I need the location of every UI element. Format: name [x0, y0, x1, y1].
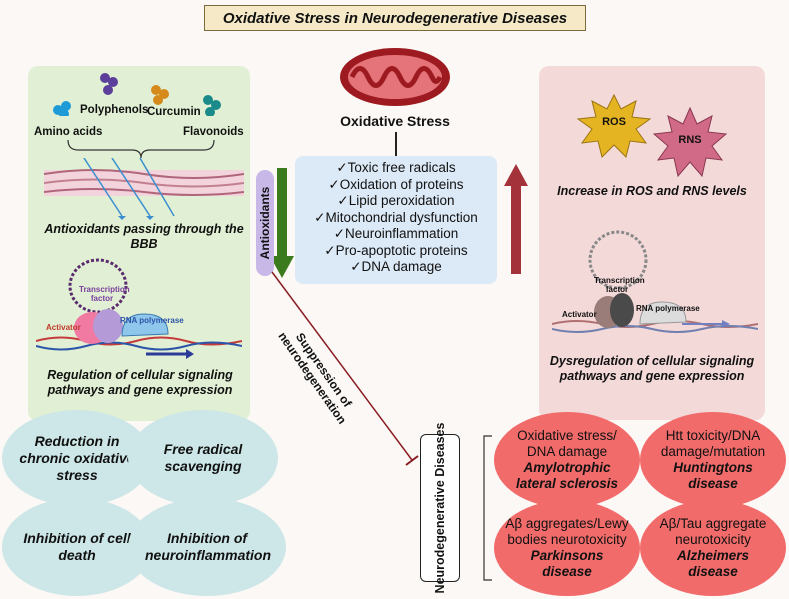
disease-cause: Oxidative stress/ DNA damage: [517, 428, 617, 459]
increase-caption: Increase in ROS and RNS levels: [557, 184, 747, 198]
transcription-factor-label: Transcription factor: [79, 285, 130, 303]
rns-burst-icon: [652, 106, 728, 178]
blood-brain-barrier-icon: [44, 158, 244, 220]
dysregulated-gene-icon: [552, 230, 758, 333]
list-item: ✓Toxic free radicals: [336, 160, 456, 175]
ros-burst-icon: [576, 93, 652, 158]
list-item: ✓Neuroinflammation: [333, 226, 459, 241]
disease-name: Alzheimers disease: [676, 548, 750, 579]
oxidative-damage-panel: [539, 66, 765, 420]
dysregulation-caption: Dysregulation of cellular signaling path…: [549, 354, 755, 383]
list-item: ✓Oxidation of proteins: [328, 176, 464, 192]
oxidative-stress-label: Oxidative Stress: [340, 113, 450, 129]
flavonoids-label: Flavonoids: [183, 126, 244, 138]
disease-cause: Aβ/Tau aggregate neurotoxicity: [659, 516, 767, 547]
bracket-icon: [67, 139, 215, 159]
disease-cause: Aβ aggregates/Lewy bodies neurotoxicity: [505, 516, 629, 547]
ros-label: ROS: [602, 116, 626, 128]
rns-label: RNS: [678, 134, 702, 146]
amino-acids-label: Amino acids: [34, 126, 103, 138]
benefit-ellipse: Inhibition of cell death: [2, 498, 152, 596]
list-item: ✓Lipid peroxidation: [337, 193, 455, 208]
gene-expression-icon: [36, 258, 242, 359]
list-item: ✓Mitochondrial dysfunction: [314, 209, 478, 225]
regulation-caption: Regulation of cellular signaling pathway…: [47, 368, 233, 397]
benefit-ellipse: Inhibition of neuroinflammation: [128, 498, 286, 596]
mitochondrion-icon: [340, 48, 450, 106]
bracket-icon: [483, 435, 492, 581]
list-item: ✓DNA damage: [350, 259, 442, 274]
oxidative-stress-box: [295, 156, 497, 284]
disease-name: Amylotrophic lateral sclerosis: [515, 460, 619, 491]
benefit-ellipse: Free radical scavenging: [128, 410, 278, 506]
activator-label: Activator: [46, 323, 81, 332]
disease-name: Huntingtons disease: [673, 460, 753, 491]
antioxidant-panel: [28, 66, 250, 421]
inhibition-line: [271, 271, 419, 466]
curcumin-label: Curcumin: [147, 106, 201, 118]
polyphenols-label: Polyphenols: [80, 104, 149, 116]
connector-line: [395, 132, 397, 156]
oxidative-stress-list: ✓Toxic free radicals ✓Oxidation of prote…: [295, 160, 497, 276]
up-arrow-icon: [504, 164, 528, 274]
benefit-ellipse: Reduction in chronic oxidative stress: [2, 410, 152, 506]
page-title: Oxidative Stress in Neurodegenerative Di…: [204, 5, 586, 31]
disease-cause: Htt toxicity/DNA damage/mutation: [660, 428, 766, 459]
rna-polymerase-label: RNA polymerase: [120, 316, 184, 325]
antioxidants-tag: Antioxidants: [256, 170, 274, 276]
transcription-factor-label: Transcription factor: [594, 276, 645, 294]
rna-polymerase-label: RNA polymerase: [636, 304, 700, 313]
neurodegenerative-diseases-label: Neurodegenerative Diseases: [420, 423, 460, 593]
activator-label: Activator: [562, 310, 597, 319]
disease-name: Parkinsons disease: [530, 548, 604, 579]
nutrient-molecules-icon: [53, 73, 221, 116]
down-arrow-icon: [270, 168, 294, 278]
list-item: ✓Pro-apoptotic proteins: [324, 242, 468, 258]
bbb-caption: Antioxidants passing through the BBB: [44, 222, 244, 251]
